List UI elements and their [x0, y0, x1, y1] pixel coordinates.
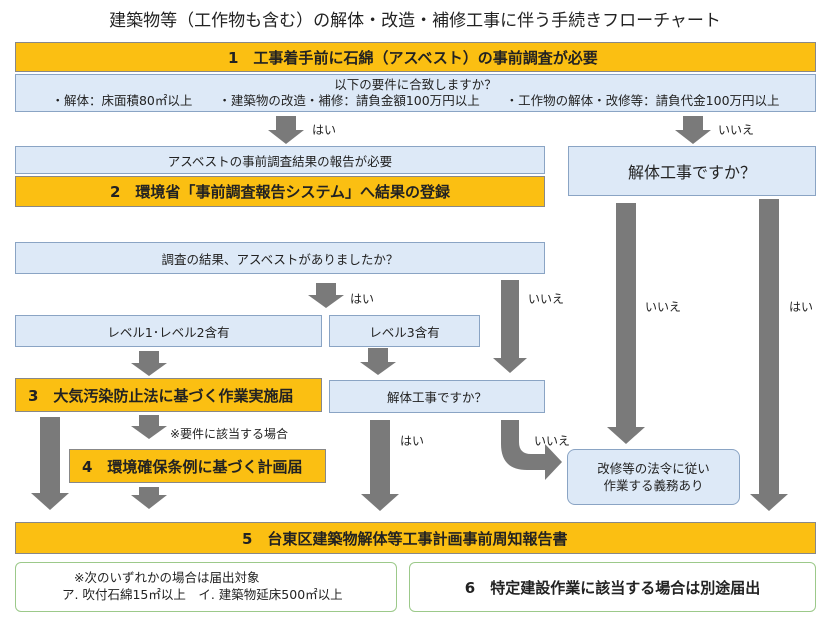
- requirement-item: ・工作物の解体・改修等：請負代金100万円以上: [505, 93, 780, 108]
- report-needed-box: アスベストの事前調査結果の報告が必要: [15, 146, 545, 174]
- step6-box: 6 特定建設作業に該当する場合は別途届出: [409, 562, 816, 612]
- arrow-down: [675, 116, 711, 144]
- step4-label: 4 環境確保条例に基づく計画届: [82, 457, 303, 476]
- arrow-down: [268, 116, 304, 144]
- step5-box: 5 台東区建築物解体等工事計画事前周知報告書: [15, 522, 816, 554]
- notice-line2: ア. 吹付石綿15㎡以上 イ. 建築物延床500㎡以上: [62, 587, 343, 602]
- label-no: いいえ: [528, 292, 565, 306]
- step4-box: 4 環境確保条例に基づく計画届: [69, 449, 326, 483]
- arrow-curve: [501, 420, 562, 480]
- arrow-down: [131, 351, 167, 376]
- step5-label: 5 台東区建築物解体等工事計画事前周知報告書: [242, 529, 568, 548]
- level12-label: レベル1･レベル2含有: [107, 324, 230, 340]
- demolition-question-right-label: 解体工事ですか？: [627, 163, 756, 182]
- arrow-down: [308, 283, 344, 308]
- obligation-line: 作業する義務あり: [603, 478, 704, 493]
- arrow-down: [131, 487, 167, 509]
- asbestos-question-box: 調査の結果、アスベストがありましたか？: [15, 242, 545, 274]
- step3-box: 3 大気汚染防止法に基づく作業実施届: [15, 378, 322, 412]
- asbestos-question-label: 調査の結果、アスベストがありましたか？: [161, 251, 399, 267]
- requirement-note: ※要件に該当する場合: [170, 427, 289, 441]
- demolition-question-small-label: 解体工事ですか？: [386, 390, 487, 405]
- obligation-line: 改修等の法令に従い: [597, 461, 710, 476]
- label-no: いいえ: [645, 300, 682, 314]
- level3-box: レベル3含有: [329, 315, 480, 347]
- requirements-question: 以下の要件に合致しますか？: [334, 77, 497, 92]
- arrow-down: [493, 280, 527, 373]
- level3-label: レベル3含有: [369, 324, 440, 340]
- requirement-item: ・解体：床面積80㎡以上: [51, 93, 193, 108]
- obligation-box: 改修等の法令に従い 作業する義務あり: [567, 449, 740, 505]
- label-no: いいえ: [718, 123, 755, 137]
- requirements-items: ・解体：床面積80㎡以上 ・建築物の改造・補修：請負金額100万円以上 ・工作物…: [51, 93, 779, 109]
- notice-box: ※次のいずれかの場合は届出対象 ア. 吹付石綿15㎡以上 イ. 建築物延床500…: [15, 562, 397, 612]
- arrow-down: [750, 199, 788, 511]
- requirements-box: 以下の要件に合致しますか？ ・解体：床面積80㎡以上 ・建築物の改造・補修：請負…: [15, 74, 816, 112]
- step2-box: 2 環境省「事前調査報告システム」へ結果の登録: [15, 176, 545, 207]
- step2-label: 2 環境省「事前調査報告システム」へ結果の登録: [110, 183, 450, 201]
- chart-title: 建築物等（工作物も含む）の解体・改造・補修工事に伴う手続きフローチャート: [109, 11, 721, 31]
- arrow-down: [361, 420, 399, 511]
- report-needed-label: アスベストの事前調査結果の報告が必要: [167, 153, 393, 169]
- step1-box: 1 工事着手前に石綿（アスベスト）の事前調査が必要: [15, 42, 816, 72]
- demolition-question-small: 解体工事ですか？: [329, 380, 545, 413]
- label-yes: はい: [350, 292, 375, 306]
- level12-box: レベル1･レベル2含有: [15, 315, 322, 347]
- label-yes: はい: [789, 300, 814, 314]
- arrow-down: [360, 348, 396, 375]
- step6-label: 6 特定建設作業に該当する場合は別途届出: [464, 578, 761, 597]
- arrow-down: [31, 417, 69, 510]
- label-no: いいえ: [534, 434, 571, 448]
- requirement-item: ・建築物の改造・補修：請負金額100万円以上: [218, 93, 480, 108]
- notice-line1: ※次のいずれかの場合は届出対象: [74, 570, 260, 585]
- step1-label: 1 工事着手前に石綿（アスベスト）の事前調査が必要: [228, 48, 598, 67]
- step3-label: 3 大気汚染防止法に基づく作業実施届: [28, 386, 294, 405]
- label-yes: はい: [400, 434, 425, 448]
- arrow-down: [131, 415, 167, 439]
- label-yes: はい: [312, 123, 337, 137]
- arrow-down: [607, 203, 645, 444]
- demolition-question-right: 解体工事ですか？: [568, 146, 816, 196]
